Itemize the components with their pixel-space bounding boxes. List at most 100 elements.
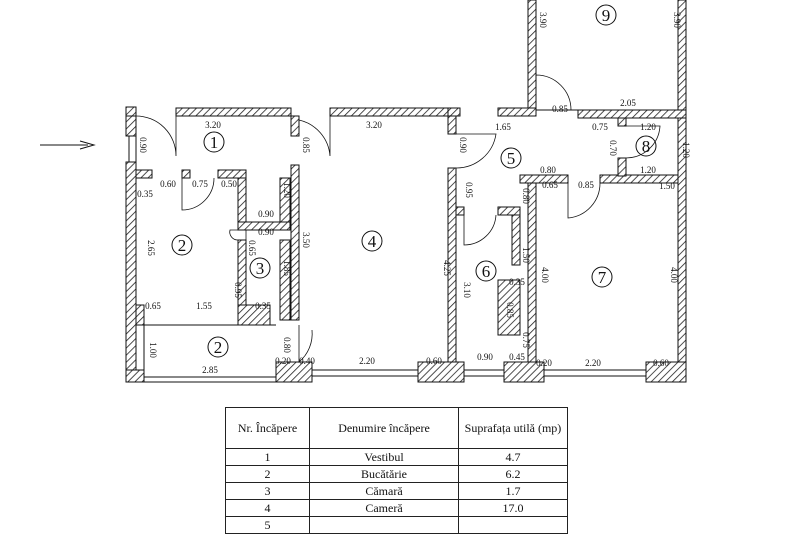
dimension-label: 1.65 [495, 122, 511, 132]
dimension-label: 3.20 [366, 120, 382, 130]
cell-nr: 3 [225, 482, 310, 500]
dimension-label: 0.75 [592, 122, 608, 132]
dimension-label: 0.40 [299, 356, 315, 366]
room-number-text: 8 [642, 137, 651, 156]
room-number-text: 2 [178, 236, 187, 255]
cell-name: Cameră [309, 499, 459, 517]
table-row: 5 [225, 516, 568, 534]
dimension-label: 0.65 [542, 180, 558, 190]
dimension-label: 4.00 [540, 267, 550, 283]
dimension-label: 0.85 [552, 104, 568, 114]
dimension-label: 0.75 [521, 332, 531, 348]
dimension-label: 0.90 [258, 227, 274, 237]
cell-name: Vestibul [309, 448, 459, 466]
dimension-label: 2.65 [146, 240, 156, 256]
room-number-7: 7 [591, 266, 613, 288]
room-number-circle [361, 230, 383, 252]
cell-nr: 5 [225, 516, 310, 534]
dimension-label: 0.95 [464, 182, 474, 198]
room-number-circle [203, 131, 225, 153]
dimension-label: 0.70 [608, 140, 618, 156]
room-number-text: 5 [507, 149, 516, 168]
dimension-label: 2.05 [620, 98, 636, 108]
door-swings [135, 74, 661, 363]
room-number-text: 2 [214, 338, 223, 357]
dimension-label: 0.35 [509, 277, 525, 287]
dimension-label: 1.50 [659, 181, 675, 191]
dimension-label: 0.95 [233, 282, 243, 298]
dimension-label: 4.00 [669, 267, 679, 283]
entrance-arrow-icon [40, 140, 96, 150]
room-number-5: 5 [500, 147, 522, 169]
dimension-label: 0.90 [258, 209, 274, 219]
dimension-label: 0.75 [192, 179, 208, 189]
dimension-label: 3.10 [462, 282, 472, 298]
dimension-label: 1.85 [282, 260, 292, 276]
room-number-8: 8 [635, 135, 657, 157]
room-number-circle [500, 147, 522, 169]
rooms-table: Nr. Încăpere Denumire încăpere Suprafața… [225, 407, 568, 534]
cell-area [458, 516, 568, 534]
dimension-label: 0.45 [509, 352, 525, 362]
room-number-text: 6 [482, 262, 491, 281]
cell-nr: 4 [225, 499, 310, 517]
dimension-label: 1.55 [196, 301, 212, 311]
dimension-label: 0.20 [275, 356, 291, 366]
dimension-label: 3.90 [538, 12, 548, 28]
cell-area: 4.7 [458, 448, 568, 466]
dimension-label: 3.90 [672, 12, 682, 28]
room-number-circle [171, 234, 193, 256]
dimension-label: 0.80 [282, 337, 292, 353]
dimension-label: 2.85 [202, 365, 218, 375]
dimension-label: 0.65 [247, 240, 257, 256]
table-row: 3 Cămară 1.7 [225, 482, 568, 500]
room-number-circle [249, 257, 271, 279]
room-number-circle [595, 4, 617, 26]
dimension-label: 1.20 [282, 182, 292, 198]
room-number-2: 2 [207, 336, 229, 358]
header-room-name: Denumire încăpere [309, 407, 459, 449]
dimension-label: 2.20 [585, 358, 601, 368]
cell-name [309, 516, 459, 534]
dimension-label: 1.50 [521, 247, 531, 263]
table-header-row: Nr. Încăpere Denumire încăpere Suprafața… [225, 407, 568, 449]
dimension-label: 2.20 [359, 356, 375, 366]
dimension-label: 3.50 [301, 232, 311, 248]
windows [128, 109, 646, 383]
dimension-label: 0.50 [221, 179, 237, 189]
table-row: 2 Bucătărie 6.2 [225, 465, 568, 483]
dimension-label: 1.00 [148, 342, 158, 358]
room-number-text: 4 [368, 232, 377, 251]
table-row: 4 Cameră 17.0 [225, 499, 568, 517]
header-room-number: Nr. Încăpere [225, 407, 310, 449]
walls [125, 0, 687, 383]
dimension-label: 1.20 [681, 142, 691, 158]
room-number-text: 3 [256, 259, 265, 278]
cell-area: 1.7 [458, 482, 568, 500]
dimension-label: 4.25 [442, 260, 452, 276]
table-row: 1 Vestibul 4.7 [225, 448, 568, 466]
room-number-2: 2 [171, 234, 193, 256]
cell-name: Cămară [309, 482, 459, 500]
dimension-label: 1.20 [640, 122, 656, 132]
cell-name: Bucătărie [309, 465, 459, 483]
room-number-text: 9 [602, 6, 611, 25]
room-numbers: 1 2 2 3 4 5 6 7 8 9 [171, 4, 657, 358]
room-number-circle [475, 260, 497, 282]
dimension-label: 1.20 [640, 165, 656, 175]
dimension-label: 0.60 [160, 179, 176, 189]
room-number-4: 4 [361, 230, 383, 252]
room-number-text: 1 [210, 133, 219, 152]
dimension-label: 0.20 [536, 358, 552, 368]
room-number-circle [591, 266, 613, 288]
cell-nr: 1 [225, 448, 310, 466]
dimension-label: 0.80 [521, 188, 531, 204]
room-number-circle [207, 336, 229, 358]
header-area: Suprafața utilă (mp) [458, 407, 568, 449]
dimension-label: 0.80 [540, 165, 556, 175]
room-number-3: 3 [249, 257, 271, 279]
dimension-label: 0.90 [477, 352, 493, 362]
dimension-label: 0.60 [653, 358, 669, 368]
